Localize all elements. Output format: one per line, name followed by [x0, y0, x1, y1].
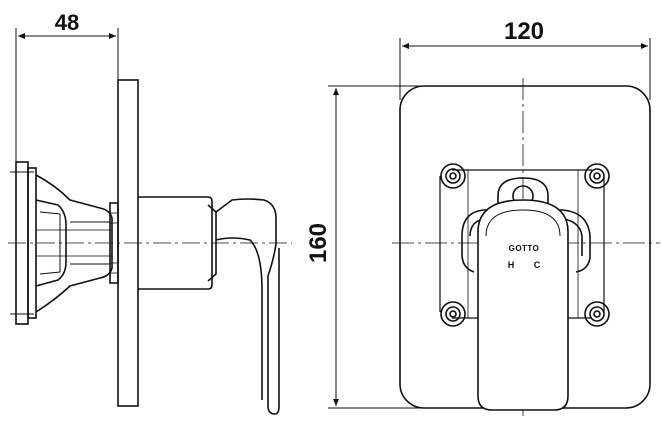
dimension-height: [328, 85, 420, 409]
brand-logo: GOTTO: [509, 244, 540, 253]
screw-top-left: [440, 163, 466, 189]
screw-bottom-left: [440, 301, 466, 327]
front-view: [392, 78, 660, 416]
cover-plate-side: [117, 79, 139, 407]
dimension-depth: [15, 28, 119, 162]
dimension-depth-label: 48: [55, 10, 79, 35]
lever-handle-side: [215, 198, 280, 415]
lever-handle-front: [477, 199, 569, 411]
mounting-box: [10, 161, 113, 325]
valve-body: [138, 196, 217, 290]
dimension-height-label: 160: [305, 223, 332, 263]
hot-indicator: H: [508, 260, 515, 270]
cold-indicator: C: [534, 260, 541, 270]
screw-top-right: [584, 163, 610, 189]
dimension-width: [399, 38, 651, 100]
screw-bottom-right: [584, 301, 610, 327]
dimension-width-label: 120: [504, 18, 544, 45]
side-view: [8, 79, 292, 415]
